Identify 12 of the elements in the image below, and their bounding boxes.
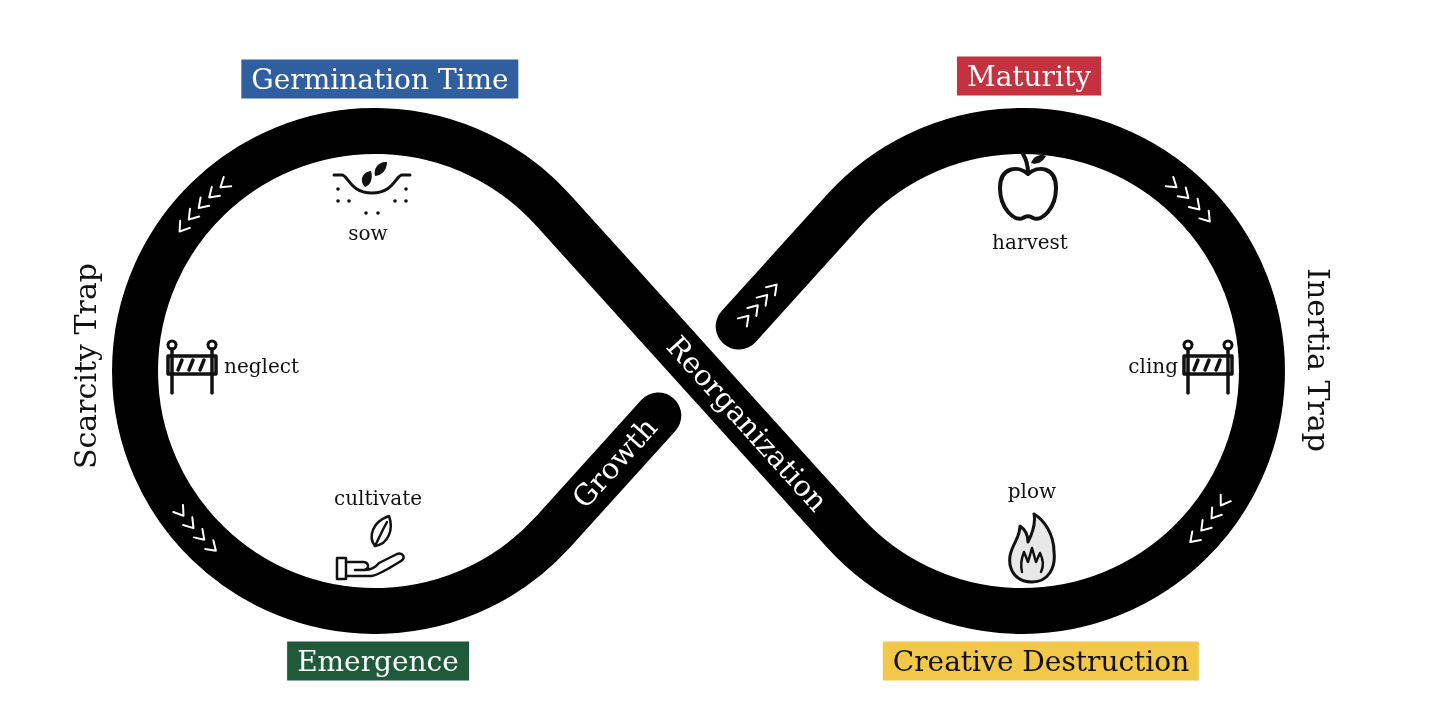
caption: cultivate [334, 488, 422, 508]
caption: sow [348, 223, 388, 243]
side-label: Scarcity Trap [71, 263, 101, 469]
caption: harvest [992, 232, 1068, 252]
caption: neglect [224, 356, 299, 376]
side-label: Inertia Trap [1303, 268, 1333, 452]
phase-label: Maturity [956, 56, 1102, 96]
phase-label: Emergence [287, 641, 469, 681]
phase-label: Creative Destruction [882, 641, 1200, 681]
caption: plow [1007, 481, 1057, 501]
caption: cling [1128, 356, 1178, 376]
phase-label: Germination Time [241, 59, 519, 99]
